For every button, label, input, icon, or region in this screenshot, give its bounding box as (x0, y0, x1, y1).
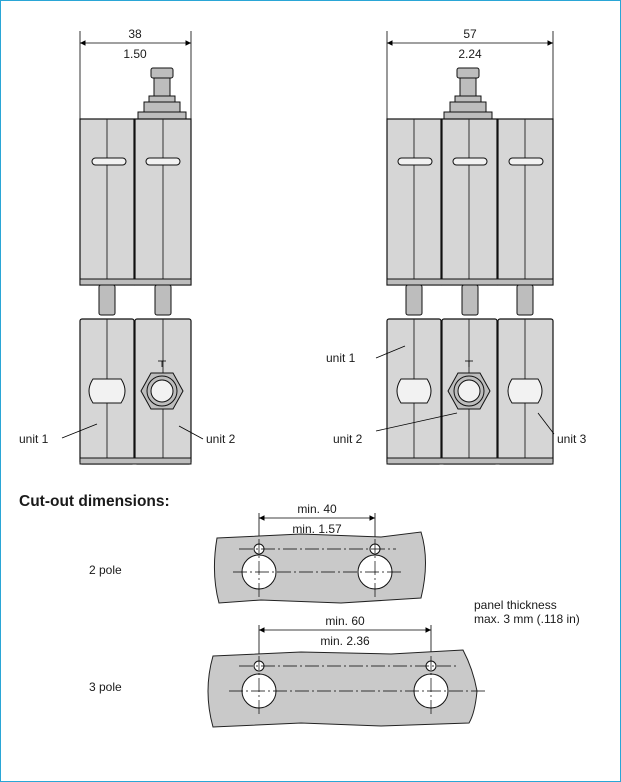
two-pole-cutout: 2 pole min. 40 min. 1.57 (89, 502, 426, 604)
unit-1-label: unit 1 (19, 432, 49, 446)
three-pole-side-view: 57 2.24 (386, 27, 554, 316)
two-pole-side-view: 38 1.50 (79, 27, 192, 316)
unit-2-label: unit 2 (206, 432, 236, 446)
dim-mm-label: 57 (463, 27, 477, 41)
three-pole-cutout: 3 pole min. 60 min. 2.36 (89, 614, 485, 728)
dim-inch-label: 2.24 (458, 47, 482, 61)
two-pole-dim-inch: min. 1.57 (292, 522, 342, 536)
three-pole-label: 3 pole (89, 680, 122, 694)
dim-mm-label: 38 (128, 27, 142, 41)
dim-inch-label: 1.50 (123, 47, 147, 61)
two-pole-front-view: unit 1 unit 2 (19, 318, 236, 465)
unit-2-label: unit 2 (333, 432, 363, 446)
three-pole-front-view: unit 1 unit 2 unit 3 (326, 318, 587, 465)
panel-outline (207, 649, 478, 728)
three-pole-dim-mm: min. 60 (325, 614, 365, 628)
two-pole-label: 2 pole (89, 563, 122, 577)
unit-3-label: unit 3 (557, 432, 587, 446)
two-pole-dim-mm: min. 40 (297, 502, 337, 516)
panel-thickness-line1: panel thickness (474, 598, 557, 612)
unit-1-label: unit 1 (326, 351, 356, 365)
three-pole-dim-inch: min. 2.36 (320, 634, 370, 648)
cutout-heading: Cut-out dimensions: (19, 493, 170, 510)
panel-thickness-line2: max. 3 mm (.118 in) (474, 612, 580, 626)
